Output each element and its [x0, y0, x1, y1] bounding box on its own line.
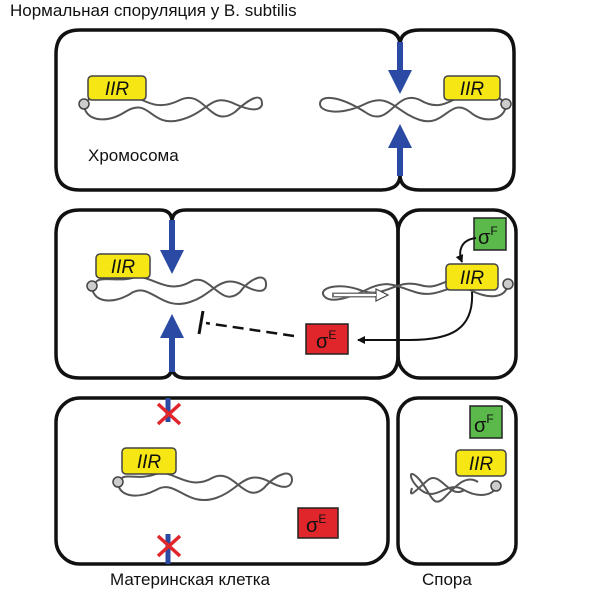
iir-tag	[455, 449, 507, 477]
row1-cell-outline	[54, 28, 516, 192]
row2-sporangium: IIR IIR σF σE	[54, 208, 518, 380]
sigma-e-activation-arrow	[357, 291, 474, 344]
inhibition-line	[205, 321, 295, 338]
diagram-title: Нормальная споруляция у B. subtilis	[10, 1, 297, 20]
row3-spore-outline	[396, 396, 518, 566]
sigma-e-label: σE	[306, 512, 326, 537]
origin-dot	[78, 98, 90, 110]
sigma-f-box	[469, 405, 503, 439]
origin-dot	[86, 280, 98, 292]
row3-mother-and-spore: IIR σE IIR σF	[54, 396, 518, 566]
sigma-f-activation-arrow	[455, 237, 477, 263]
spore-label: Спора	[422, 570, 472, 589]
chromosome-label: Хромосома	[88, 146, 179, 165]
row1-dividing-cell: IIR IIR	[54, 28, 516, 192]
chromosome-mother	[91, 276, 268, 305]
sigma-f-label: σF	[474, 412, 494, 437]
iir-tag-label: IIR	[460, 268, 485, 289]
row2-mother-cell-outline	[54, 208, 400, 380]
iir-tag-label: IIR	[111, 257, 136, 278]
iir-tag	[445, 263, 499, 291]
sigma-e-label: σE	[316, 328, 336, 353]
sigma-f-box	[473, 217, 507, 251]
row2-forespore-outline	[396, 208, 518, 380]
mother-cell-label: Материнская клетка	[110, 570, 271, 589]
block-cross-top	[156, 402, 182, 426]
origin-dot	[490, 480, 502, 492]
iir-tag	[87, 75, 147, 101]
sigma-e-box	[305, 323, 349, 355]
iir-tag	[121, 447, 177, 475]
inhibition-bar	[197, 310, 205, 335]
origin-dot	[502, 278, 514, 290]
iir-tag	[95, 253, 151, 279]
origin-dot	[112, 476, 124, 488]
row3-mother-cell-outline	[54, 396, 390, 566]
block-cross-bottom	[156, 534, 182, 558]
origin-dot	[500, 98, 512, 110]
iir-tag-label: IIR	[469, 454, 494, 475]
iir-tag	[443, 75, 501, 101]
sigma-f-label: σF	[478, 224, 498, 249]
chromosome-spore	[409, 473, 497, 503]
chromosome-mother	[117, 472, 294, 501]
iir-tag-label: IIR	[105, 79, 130, 100]
iir-tag-label: IIR	[460, 79, 485, 100]
iir-tag-label: IIR	[137, 452, 162, 473]
sigma-e-box	[297, 507, 339, 539]
